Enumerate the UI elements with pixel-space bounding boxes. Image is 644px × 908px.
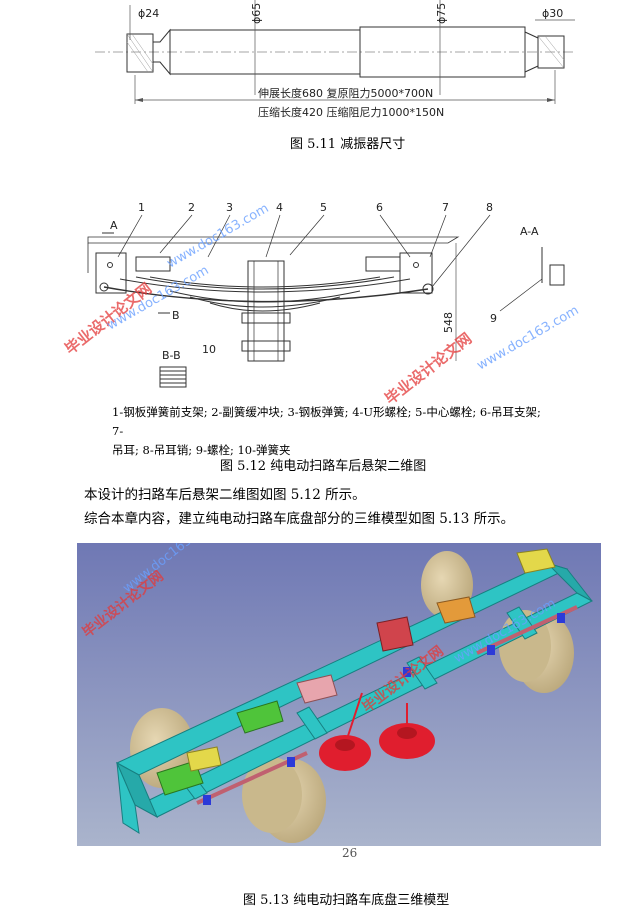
figure-5-12-caption: 图 5.12 纯电动扫路车后悬架二维图 [220,459,427,474]
dim-phi65: ϕ65 [250,3,263,24]
watermark-cn-2: 毕业设计论文网 [381,329,475,408]
callout-7: 7 [442,201,449,214]
legend-line-1: 1-钢板弹簧前支架; 2-副簧缓冲块; 3-钢板弹簧; 4-U形螺栓; 5-中心… [112,405,541,438]
figure-5-13-caption: 图 5.13 纯电动扫路车底盘三维模型 [243,893,450,908]
part-callouts: 1 2 3 4 5 6 7 8 9 10 [117,201,543,356]
height-dim: 548 [442,312,455,333]
callout-9: 9 [490,312,497,325]
watermark-url-3: www.doc163.com [165,201,272,271]
callout-2: 2 [188,201,195,214]
callout-6: 6 [376,201,383,214]
callout-5: 5 [320,201,327,214]
callout-8: 8 [486,201,493,214]
compression-note: 压缩长度420 压缩阻尼力1000*150N [258,105,444,119]
dim-phi30: ϕ30 [542,7,563,20]
section-a-label: A [110,219,118,232]
paragraph-2: 综合本章内容，建立纯电动扫路车底盘部分的三维模型如图 5.13 所示。 [84,511,515,527]
figure-5-11-caption: 图 5.11 减振器尺寸 [290,137,406,152]
callout-1: 1 [138,201,145,214]
callout-4: 4 [276,201,283,214]
sweeper-brushes [319,692,435,771]
chassis-3d-model: 毕业设计论文网 www.doc163.com 毕业设计论文网 www.doc16… [77,543,601,846]
watermark-url-2: www.doc163.com [475,303,582,373]
callout-3: 3 [226,201,233,214]
legend-line-2: 吊耳; 8-吊耳销; 9-螺栓; 10-弹簧夹 [112,443,291,457]
extension-note: 伸展长度680 复原阻力5000*700N [258,86,433,100]
section-b-label: B [172,309,180,322]
dim-phi24: ϕ24 [138,7,159,20]
rear-suspension-drawing: 1 2 3 4 5 6 7 8 9 10 548 [87,201,565,388]
page-number: 26 [342,846,358,860]
section-bb-label: B-B [162,349,181,362]
dim-phi75: ϕ75 [435,3,448,24]
paragraph-1: 本设计的扫路车后悬架二维图如图 5.12 所示。 [84,487,366,503]
callout-10: 10 [202,343,216,356]
bracket-pink [296,674,338,704]
bracket-yellow-rear [516,548,556,574]
shock-absorber-drawing: ϕ24 ϕ65 ϕ75 ϕ30 伸展长度680 复原阻力5000*700N 压缩… [95,0,575,119]
bracket-green [236,700,284,734]
section-aa-label: A-A [520,225,539,238]
figure-5-12-legend: 1-钢板弹簧前支架; 2-副簧缓冲块; 3-钢板弹簧; 4-U形螺栓; 5-中心… [112,403,552,460]
